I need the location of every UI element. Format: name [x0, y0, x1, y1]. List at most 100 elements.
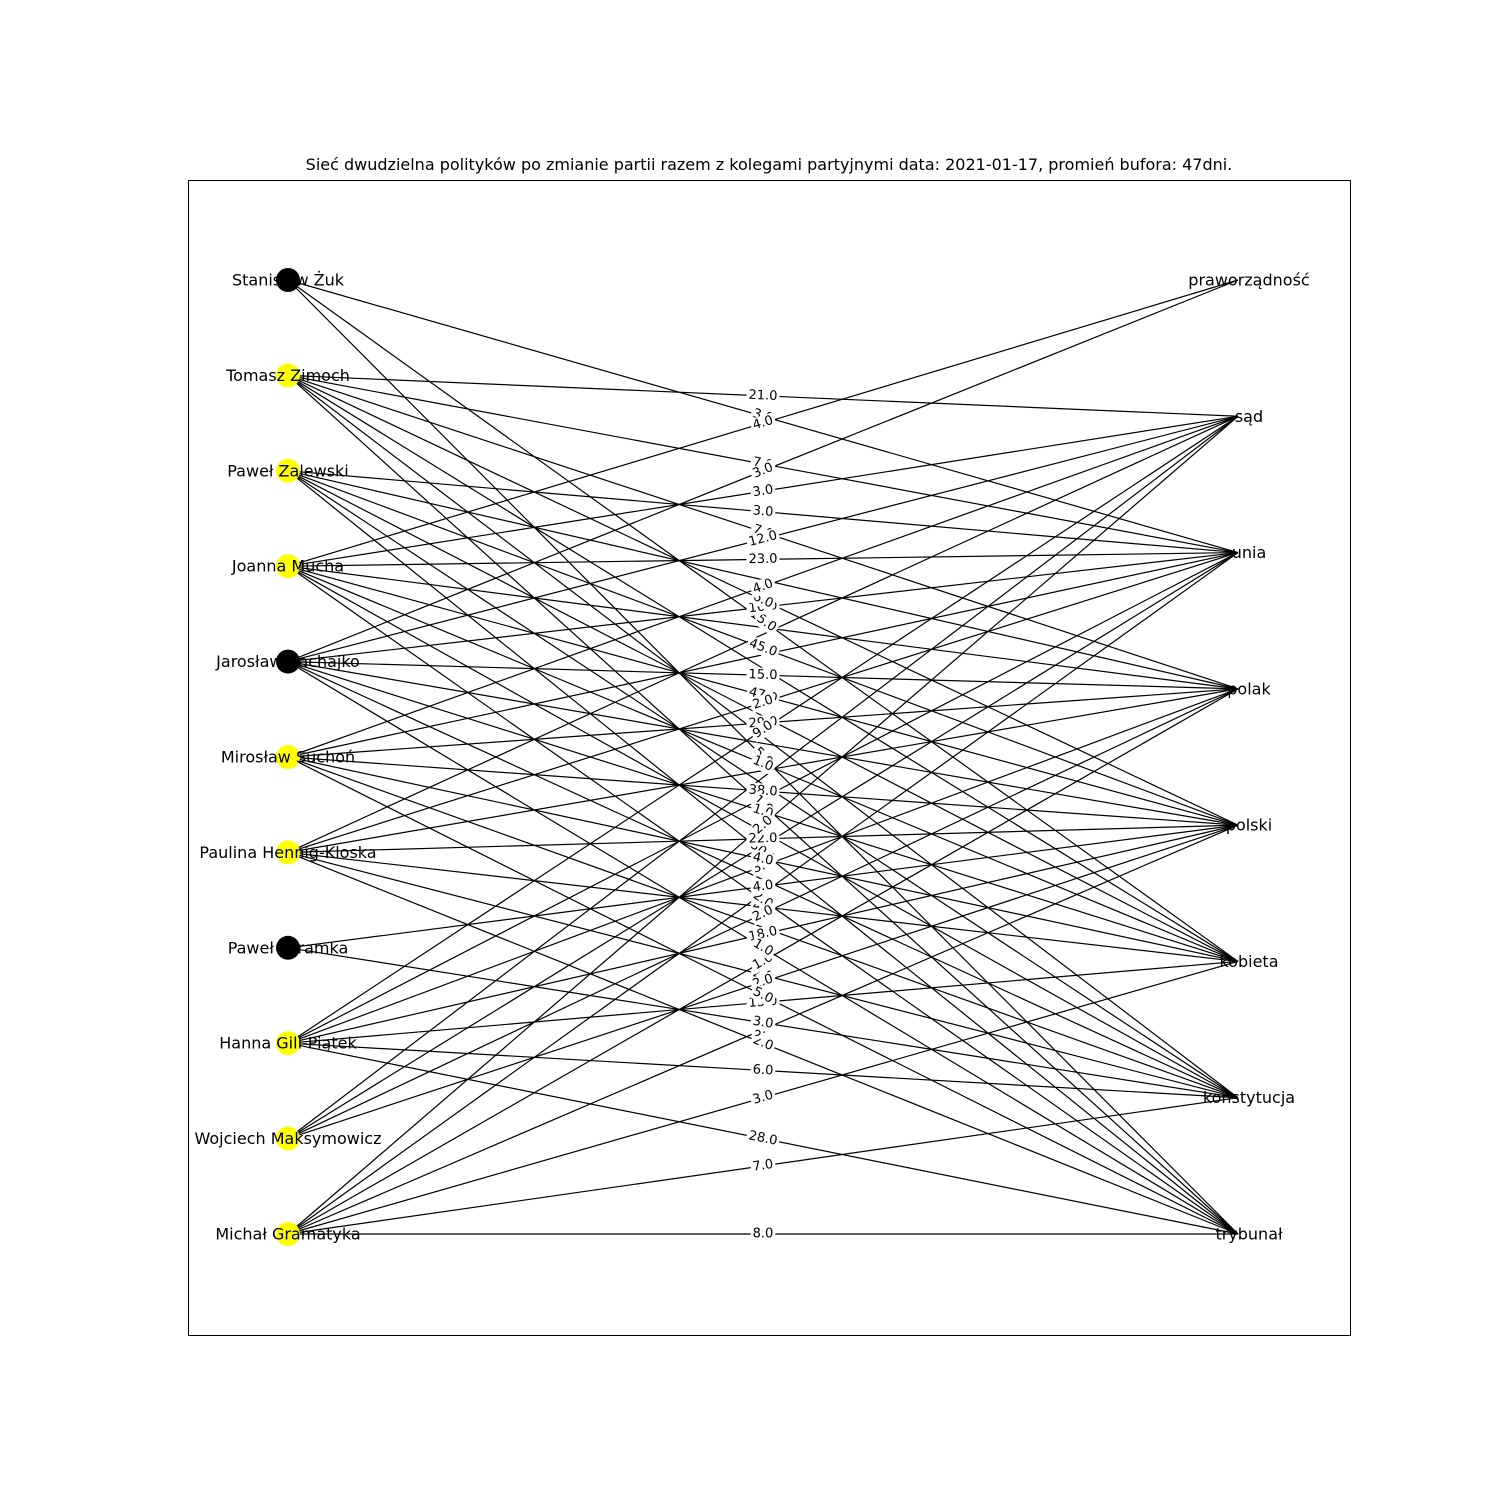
edge-weight-text: 3.0 [751, 460, 776, 482]
keyword-label: konstytucja [1203, 1088, 1295, 1107]
politician-label: Stanisław Żuk [232, 271, 345, 290]
edge-weight-background [749, 412, 777, 434]
edge-weight-text: 21.0 [748, 388, 778, 404]
edge-weight-background [746, 782, 780, 800]
politician-label: Wojciech Maksymowicz [194, 1129, 381, 1148]
edge-weight-label: 3.0 [748, 459, 778, 483]
keyword-label: polak [1227, 679, 1271, 698]
keyword-label: polski [1226, 816, 1272, 835]
politician-label: Paulina Hennig-Kloska [199, 843, 376, 862]
edge-weight-background [748, 935, 778, 961]
edge-weight-label: 3.0 [749, 481, 777, 501]
edge-weight-background [750, 1226, 776, 1242]
edge-weight-text: 3.0 [752, 503, 774, 520]
edge-weight-background [749, 1156, 777, 1176]
edge-weight-background [748, 983, 778, 1008]
edge-weight-text: 23.0 [748, 552, 777, 567]
edge-weight-background [745, 1128, 781, 1150]
edge-weight-label: 6.0 [750, 1062, 776, 1079]
politician-node-rachajko [276, 649, 300, 674]
edge-weight-label: 4.0 [749, 849, 777, 870]
politician-label: Paweł Szramka [228, 938, 349, 957]
politician-node-mucha [276, 554, 300, 579]
politician-label: Paweł Zalewski [227, 461, 348, 480]
edge-weight-background [749, 877, 777, 896]
edge-weight-text: 2.0 [751, 692, 775, 713]
edge-weight-text: 3.0 [752, 1014, 775, 1032]
edge-weight-background [749, 1013, 777, 1033]
nodes-layer [276, 268, 300, 1246]
edge-weight-label: 28.0 [745, 1128, 781, 1150]
edge-weight-background [748, 691, 778, 714]
edge-weight-label: 4.0 [749, 412, 777, 434]
edge-weight-text: 45.0 [747, 636, 779, 660]
politician-node-zuk [276, 268, 300, 292]
edge-weight-background [749, 481, 777, 501]
edge-weight-background [750, 1062, 776, 1079]
edge-weight-background [749, 849, 777, 870]
edge-weight-label: 3.0 [750, 503, 776, 521]
edge-weight-background [749, 1087, 777, 1109]
politician-node-gramatyka [276, 1222, 300, 1246]
edge-weight-background [746, 551, 780, 568]
keyword-label: unia [1232, 543, 1267, 562]
edge-weight-background [744, 635, 782, 661]
edge-weight-label: 3.0 [749, 1013, 777, 1033]
edge-weight-label: 7.0 [749, 1156, 777, 1176]
edge-labels-layer: 21.03.04.07.03.03.03.015.023.07.012.016.… [744, 387, 782, 1242]
politician-node-zalewski [276, 458, 300, 483]
politician-node-zimoch [276, 363, 300, 388]
edge-weight-label: 8.0 [750, 1226, 776, 1242]
edge-weight-text: 1.0 [751, 753, 776, 775]
edge-weight-background [745, 527, 781, 551]
edge-weight-text: 6.0 [752, 1062, 774, 1078]
politician-label: Michał Gramatyka [215, 1225, 360, 1244]
keyword-label: sąd [1235, 407, 1263, 426]
politician-node-maksymowicz [276, 1126, 300, 1151]
politician-node-hennig [276, 840, 300, 865]
edge-weight-background [748, 811, 778, 839]
edge-weight-text: 12.0 [747, 528, 779, 550]
politician-label: Jarosław Rachajko [215, 652, 360, 671]
politician-label: Mirosław Suchoń [221, 748, 355, 767]
edge-weight-background [750, 503, 776, 521]
edge-weight-label: 4.0 [749, 877, 777, 896]
edge-weight-label: 21.0 [746, 387, 780, 405]
edge-weight-label: 23.0 [746, 551, 780, 568]
edge-weight-background [748, 459, 778, 483]
edge-weight-text: 4.0 [752, 878, 774, 896]
edge-weight-label: 2.0 [748, 691, 778, 714]
edge-weight-background [746, 830, 780, 847]
edge-weight-background [746, 387, 780, 405]
edge-weight-background [748, 901, 778, 926]
edge-weight-text: 4.0 [751, 576, 776, 597]
edge-weight-background [748, 752, 778, 776]
politician-node-szramka [276, 935, 300, 960]
politician-node-suchon [276, 745, 300, 769]
edge-weight-text: 8.0 [753, 1227, 774, 1242]
politician-label: Tomasz Zimoch [225, 366, 350, 385]
edge-rachajko-polski [287, 661, 1239, 826]
edge-weight-label: 12.0 [745, 527, 781, 551]
politician-label: Joanna Mucha [231, 557, 344, 576]
edge-weight-label: 1.0 [748, 752, 778, 776]
edge-weight-text: 7.0 [752, 1157, 775, 1175]
edge-maksymowicz-sad [287, 415, 1239, 1140]
edge-weight-text: 15.0 [748, 667, 777, 683]
keyword-label: trybunał [1215, 1225, 1283, 1244]
edge-weight-label: 15.0 [746, 667, 780, 684]
edge-weight-text: 4.0 [751, 850, 774, 869]
keyword-label: praworządność [1188, 271, 1309, 290]
edge-hennig-sad [287, 415, 1239, 853]
edge-weight-label: 3.0 [749, 1087, 777, 1109]
edge-weight-text: 28.0 [747, 1128, 778, 1148]
edge-weight-background [748, 716, 778, 743]
edge-weight-text: 4.0 [751, 413, 775, 433]
edge-weight-label: 4.0 [748, 575, 778, 598]
keyword-label: kobieta [1219, 952, 1278, 971]
graph-title: Sieć dwudzielna polityków po zmianie par… [305, 155, 1233, 174]
politician-node-gill [276, 1031, 300, 1056]
edge-weight-text: 3.0 [751, 1088, 775, 1108]
